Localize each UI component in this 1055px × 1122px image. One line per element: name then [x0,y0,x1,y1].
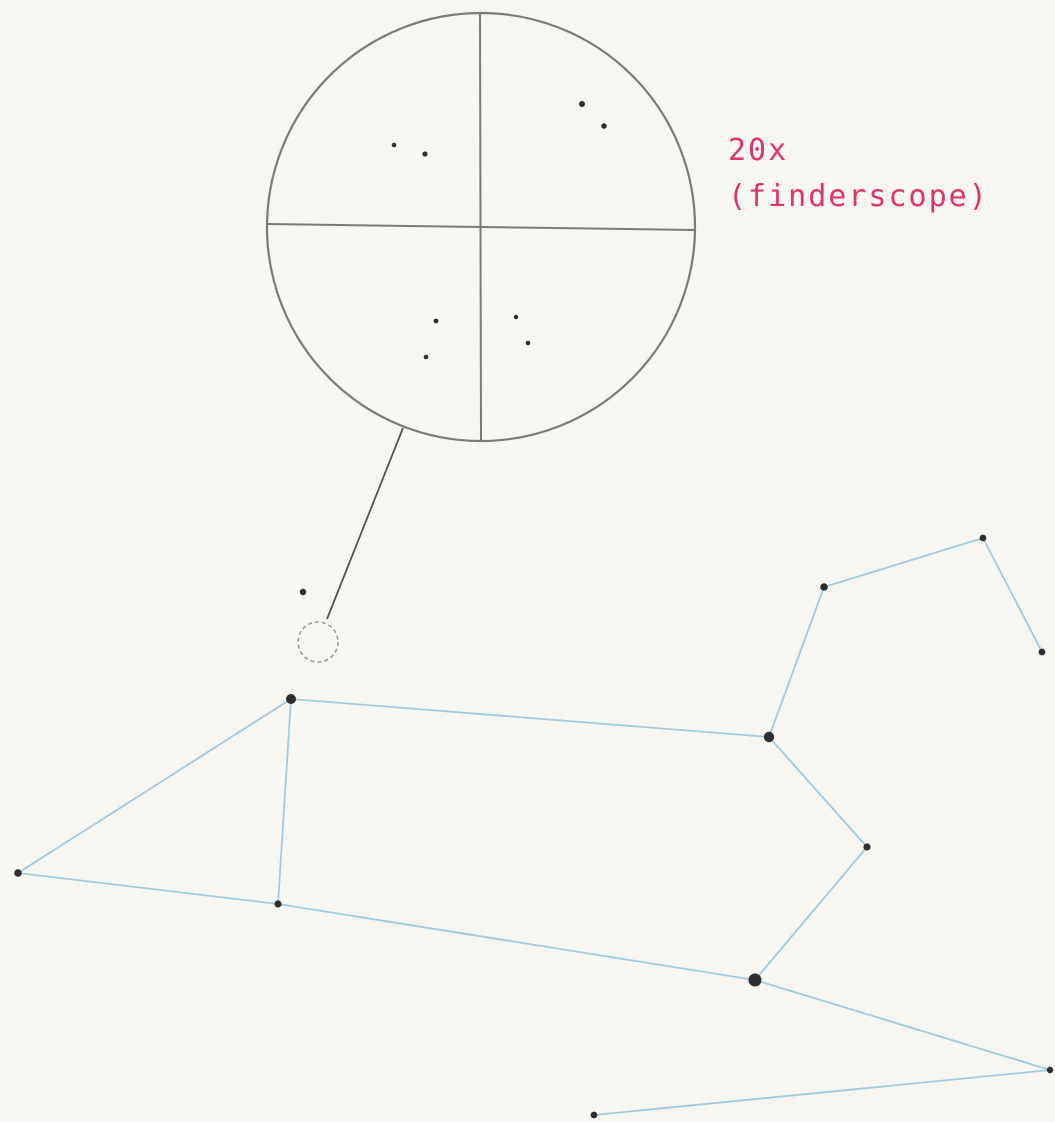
nearby-star [300,589,306,595]
constellation-line [18,873,278,904]
constellation-line [18,699,291,873]
constellation-line [983,538,1042,652]
field-star [424,355,429,360]
constellation-lines [18,538,1050,1115]
constellation-star [591,1112,598,1119]
constellation-star [1039,649,1046,656]
field-star [422,151,427,156]
constellation-line [769,737,867,847]
field-star [579,101,585,107]
constellation-line [278,904,755,980]
constellation-line [594,1070,1050,1115]
constellation-star [1047,1067,1053,1073]
constellation-line [769,587,824,737]
constellation-star [863,843,870,850]
field-star [526,341,531,346]
finderscope-view [267,13,695,441]
constellation-star [980,535,987,542]
constellation-star [764,732,774,742]
field-star [434,319,439,324]
field-star [514,315,518,319]
target-marker [298,622,338,662]
constellation-line [824,538,983,587]
pointer-line [327,428,403,619]
constellation-star [820,583,828,591]
instrument-label: (finderscope) [728,178,989,216]
constellation-star [14,869,22,877]
constellation-star [749,974,762,987]
constellation-star [274,900,281,907]
magnification-label: 20x [728,132,788,170]
constellation-line [755,847,867,980]
constellation-line [278,699,291,904]
constellation-stars [14,535,1053,1119]
field-stars [392,101,607,359]
constellation-star [286,694,296,704]
field-star [392,143,397,148]
constellation-line [291,699,769,737]
field-star [601,123,607,129]
constellation-line [755,980,1050,1070]
